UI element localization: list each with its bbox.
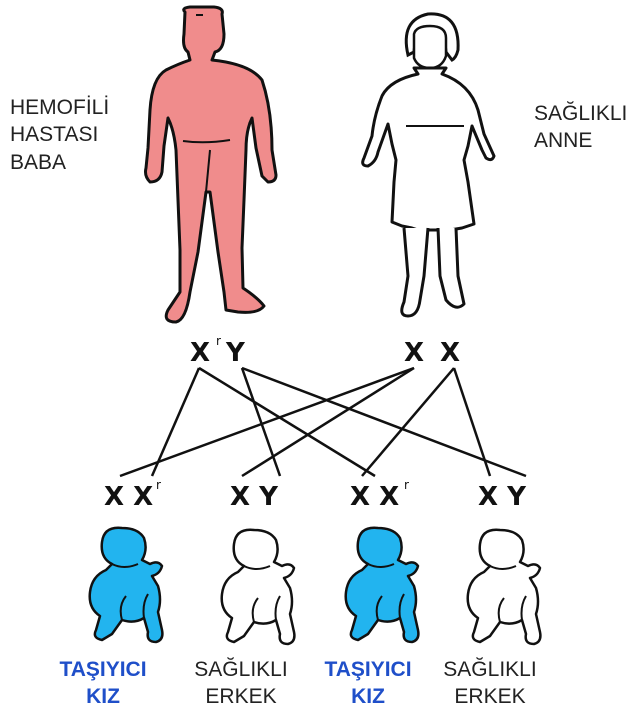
- father-label: HEMOFİLİ HASTASI BABA: [10, 94, 109, 176]
- mother-figure: [363, 14, 494, 316]
- father-gene-y: Y: [226, 338, 245, 368]
- child-2-genes: X Y: [230, 482, 278, 512]
- child-3-gene-mark: r: [404, 478, 409, 492]
- child-1-label: TAŞIYICI KIZ: [38, 656, 168, 711]
- child-4-baby-body: [468, 530, 541, 644]
- child-2-label-line-2: ERKEK: [176, 683, 306, 710]
- child-4-genes: X Y: [478, 482, 526, 512]
- child-4-label-line-1: SAĞLIKLI: [425, 656, 555, 683]
- child-3-label-line-1: TAŞIYICI: [303, 656, 433, 683]
- children-figures: [90, 528, 541, 644]
- mother-dress: [363, 68, 494, 230]
- child-1-baby-body: [90, 528, 163, 642]
- mother-face: [414, 26, 446, 68]
- child-1-label-line-2: KIZ: [38, 683, 168, 710]
- father-figure: [146, 7, 277, 322]
- child-2-label: SAĞLIKLI ERKEK: [176, 656, 306, 711]
- mother-label-line-2: ANNE: [534, 127, 627, 154]
- child-4-label: SAĞLIKLI ERKEK: [425, 656, 555, 711]
- child-3-baby-body: [346, 528, 419, 642]
- mother-gene-x2: X: [440, 338, 460, 368]
- child-3-label-line-2: KIZ: [303, 683, 433, 710]
- father-label-line-2: HASTASI: [10, 121, 109, 148]
- child-3-label: TAŞIYICI KIZ: [303, 656, 433, 711]
- father-body: [146, 7, 277, 322]
- child-4-label-line-2: ERKEK: [425, 683, 555, 710]
- child-3-genes: X X: [350, 482, 399, 512]
- child-2-baby: [222, 530, 295, 644]
- child-2-label-line-1: SAĞLIKLI: [176, 656, 306, 683]
- child-3-baby: [346, 528, 419, 642]
- inheritance-lines: [120, 368, 526, 476]
- child-4-baby: [468, 530, 541, 644]
- mother-gene-x1: X: [404, 338, 424, 368]
- mother-label: SAĞLIKLI ANNE: [534, 100, 627, 155]
- child-1-baby: [90, 528, 163, 642]
- father-label-line-1: HEMOFİLİ: [10, 94, 109, 121]
- father-gene-mark: r: [216, 334, 221, 348]
- father-label-line-3: BABA: [10, 149, 109, 176]
- father-gene-x: X: [190, 338, 210, 368]
- mother-label-line-1: SAĞLIKLI: [534, 100, 627, 127]
- child-2-baby-body: [222, 530, 295, 644]
- child-1-genes: X X: [104, 482, 153, 512]
- child-1-gene-mark: r: [156, 478, 161, 492]
- child-1-label-line-1: TAŞIYICI: [38, 656, 168, 683]
- mother-legs: [402, 228, 464, 316]
